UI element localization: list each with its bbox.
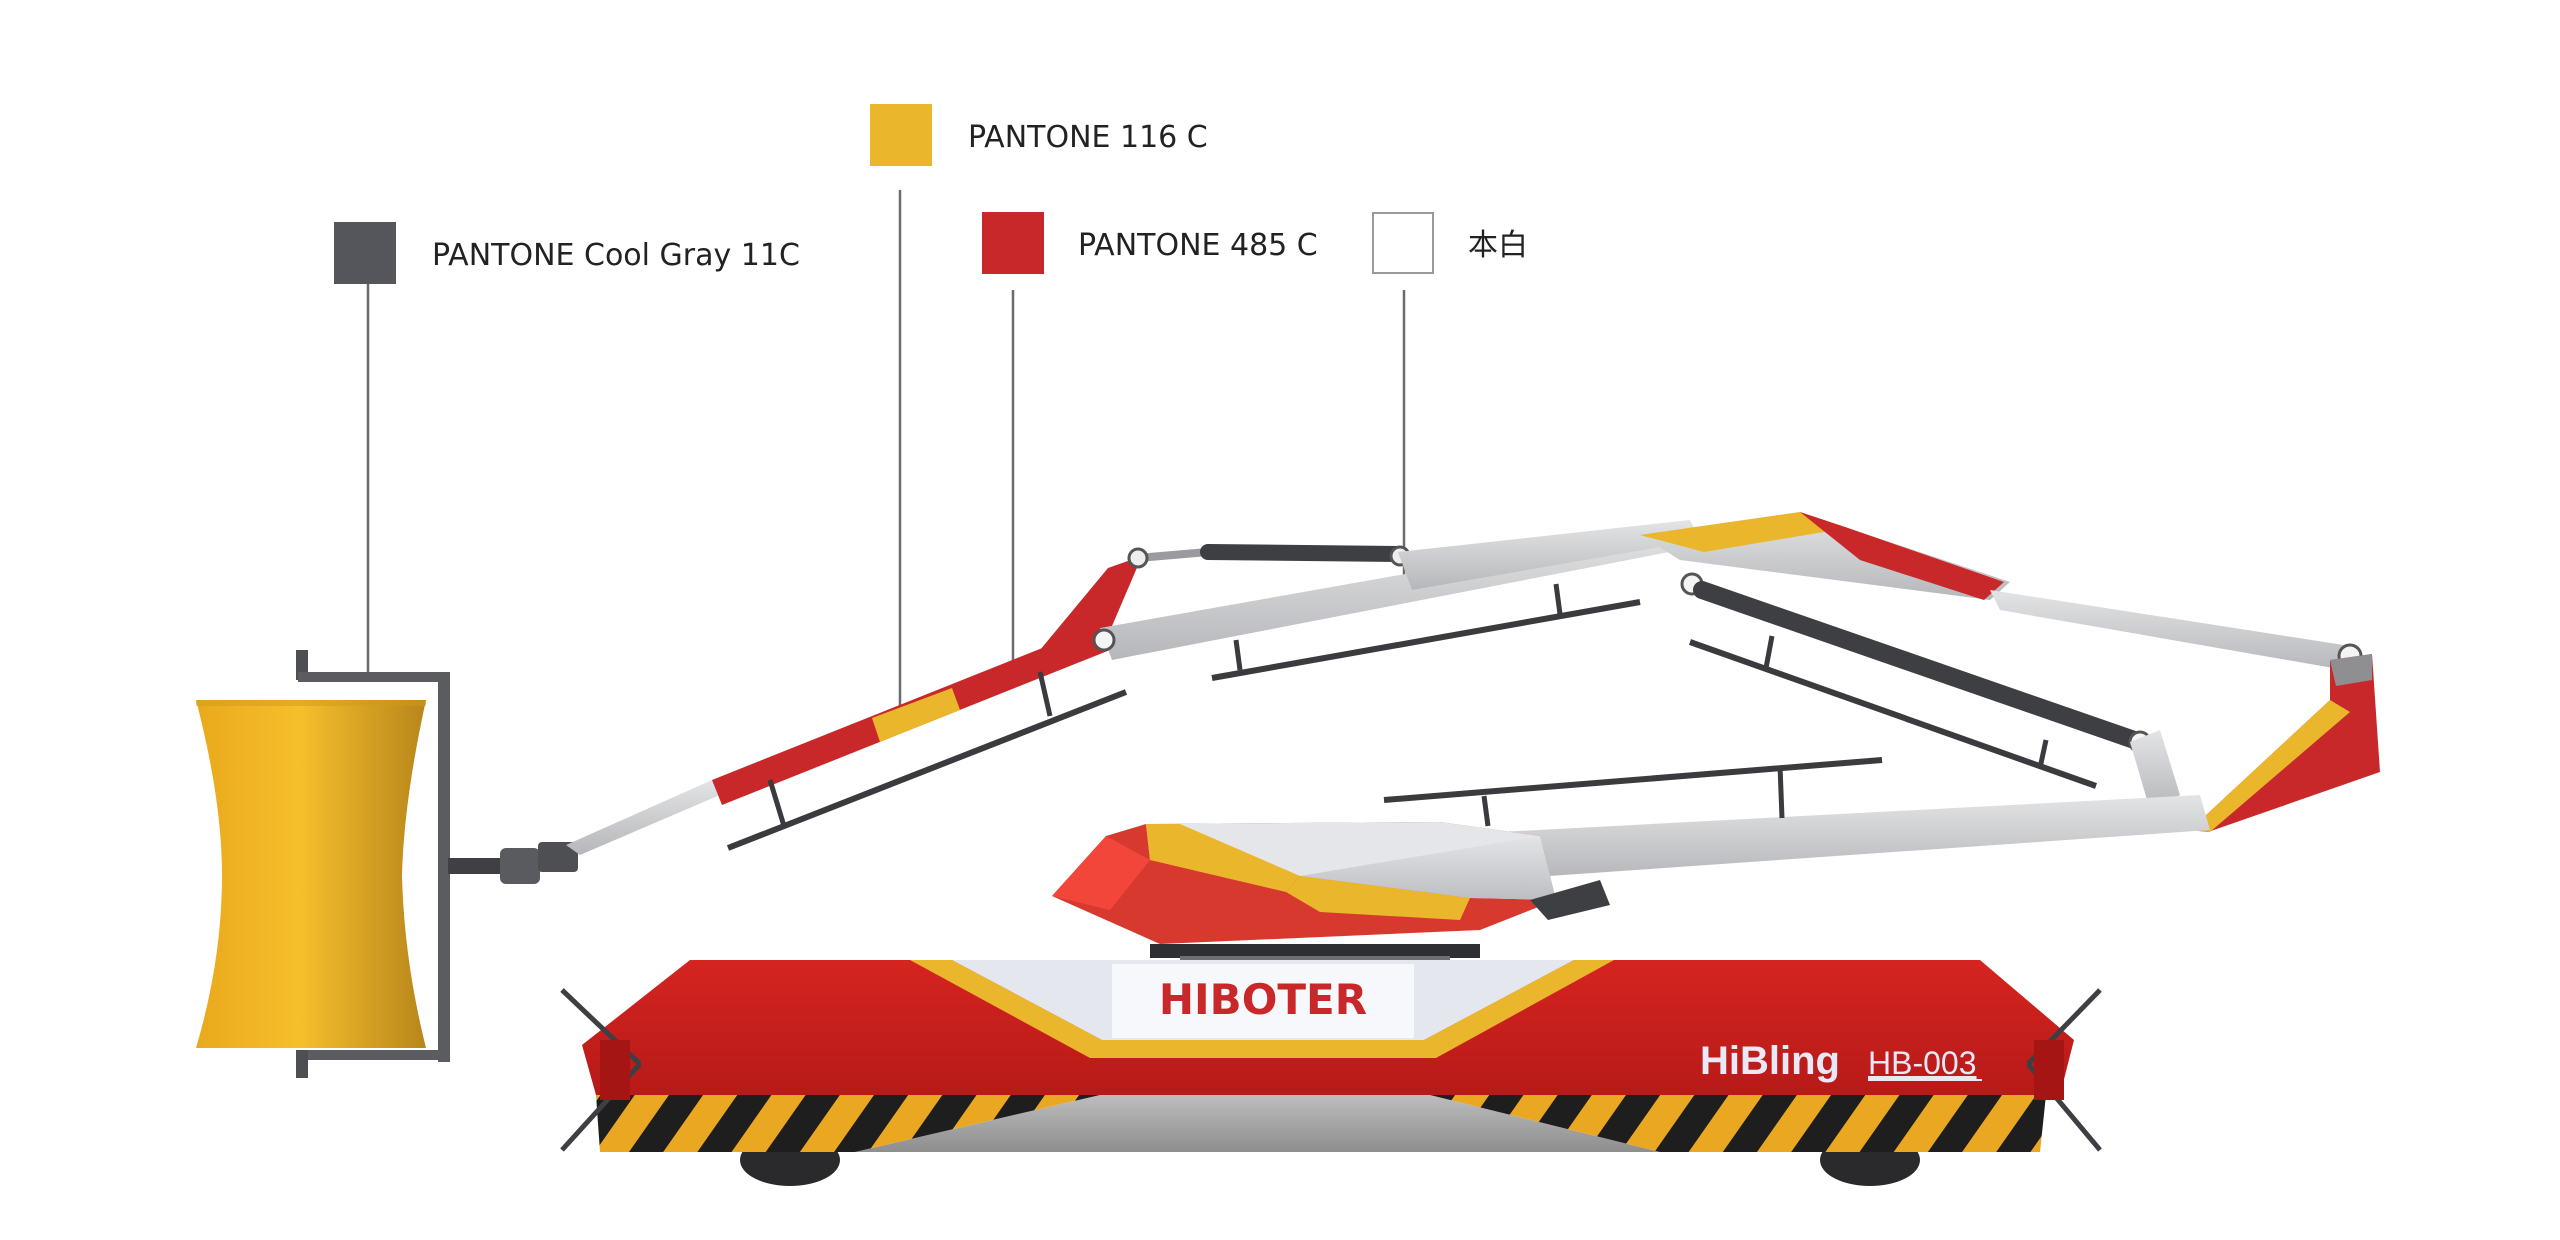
brand-logo: HIBOTER: [1159, 975, 1367, 1024]
label-pantone-485c: PANTONE 485 C: [1078, 228, 1318, 263]
rear-tip: [2190, 654, 2380, 832]
label-pantone-116c: PANTONE 116 C: [968, 120, 1208, 155]
swatch-pantone-485c: [982, 212, 1044, 274]
swatch-pantone-116c: [870, 104, 932, 166]
middle-boom: [1092, 520, 1700, 681]
swatch-cool-gray: [334, 222, 396, 284]
roller-brush: [196, 650, 578, 1078]
lower-boom: [1383, 757, 2210, 878]
label-white: 本白: [1468, 228, 1528, 263]
label-cool-gray: PANTONE Cool Gray 11C: [432, 238, 800, 273]
model-code: HB-003: [1868, 1045, 1977, 1081]
vehicle-body: [560, 960, 2102, 1186]
front-boom: [566, 556, 1142, 855]
rear-cylinder: [1688, 581, 2180, 810]
leader-lines: [366, 190, 1406, 712]
elbow-joint: [1640, 512, 2363, 672]
turret: [1052, 822, 1610, 964]
model-name: HiBling: [1700, 1039, 1840, 1083]
swatch-white: [1372, 212, 1434, 274]
front-cylinder: [1127, 544, 1411, 569]
